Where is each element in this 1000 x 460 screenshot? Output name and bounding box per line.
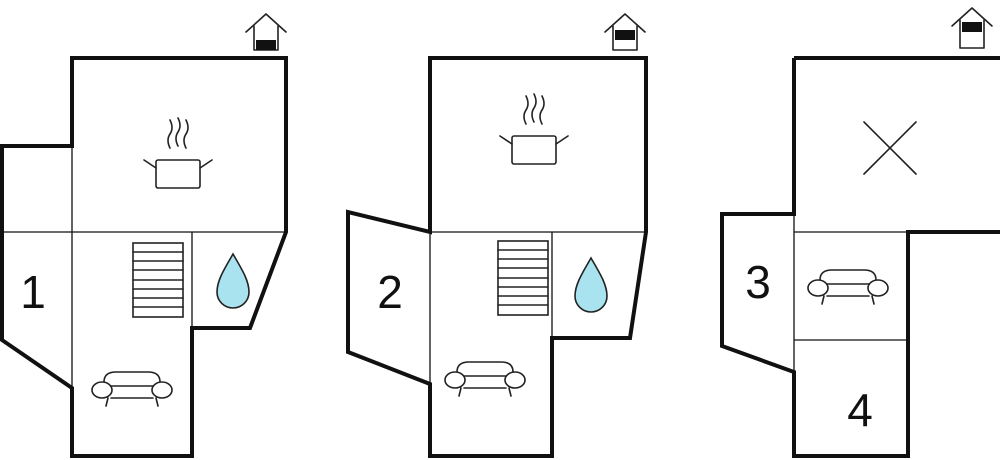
sofa-icon [91, 371, 173, 407]
floor-plan-3: 3 4 [720, 7, 1000, 458]
cooking-pot-icon [143, 117, 213, 189]
plan-2-walls [346, 56, 648, 458]
room-label-4: 4 [847, 384, 873, 436]
house-floor-top-icon [951, 7, 993, 49]
water-drop-icon [574, 257, 608, 313]
plan-2-inner-walls [429, 231, 646, 384]
room-label-2: 2 [377, 266, 403, 318]
house-floor-middle-icon [604, 13, 646, 51]
plan-1-inner-walls [2, 146, 286, 388]
floor-plan-1: 1 [0, 13, 288, 458]
house-floor-ground-icon [245, 13, 287, 51]
sofa-icon [807, 269, 889, 305]
void-cross-icon [863, 121, 917, 175]
water-drop-icon [216, 253, 250, 309]
sofa-icon [444, 361, 526, 397]
cooking-pot-icon [499, 93, 569, 165]
plan-1-walls [0, 56, 288, 458]
room-label-3: 3 [745, 256, 771, 308]
plan-3-inner-walls [793, 214, 908, 372]
staircase-icon [132, 242, 184, 318]
room-label-1: 1 [20, 266, 46, 318]
floor-plan-2: 2 [346, 13, 648, 458]
staircase-icon [497, 240, 549, 316]
